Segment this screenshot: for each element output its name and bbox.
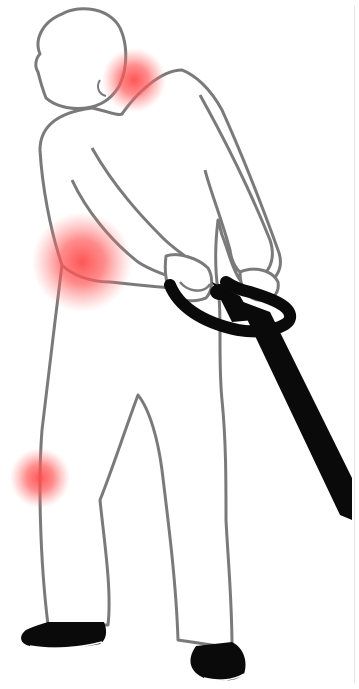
far-shoe [190, 642, 245, 681]
pain-spot-knee [10, 448, 70, 508]
pain-spot-lower-back [32, 212, 132, 312]
pain-spot-neck-shoulder [102, 48, 166, 112]
